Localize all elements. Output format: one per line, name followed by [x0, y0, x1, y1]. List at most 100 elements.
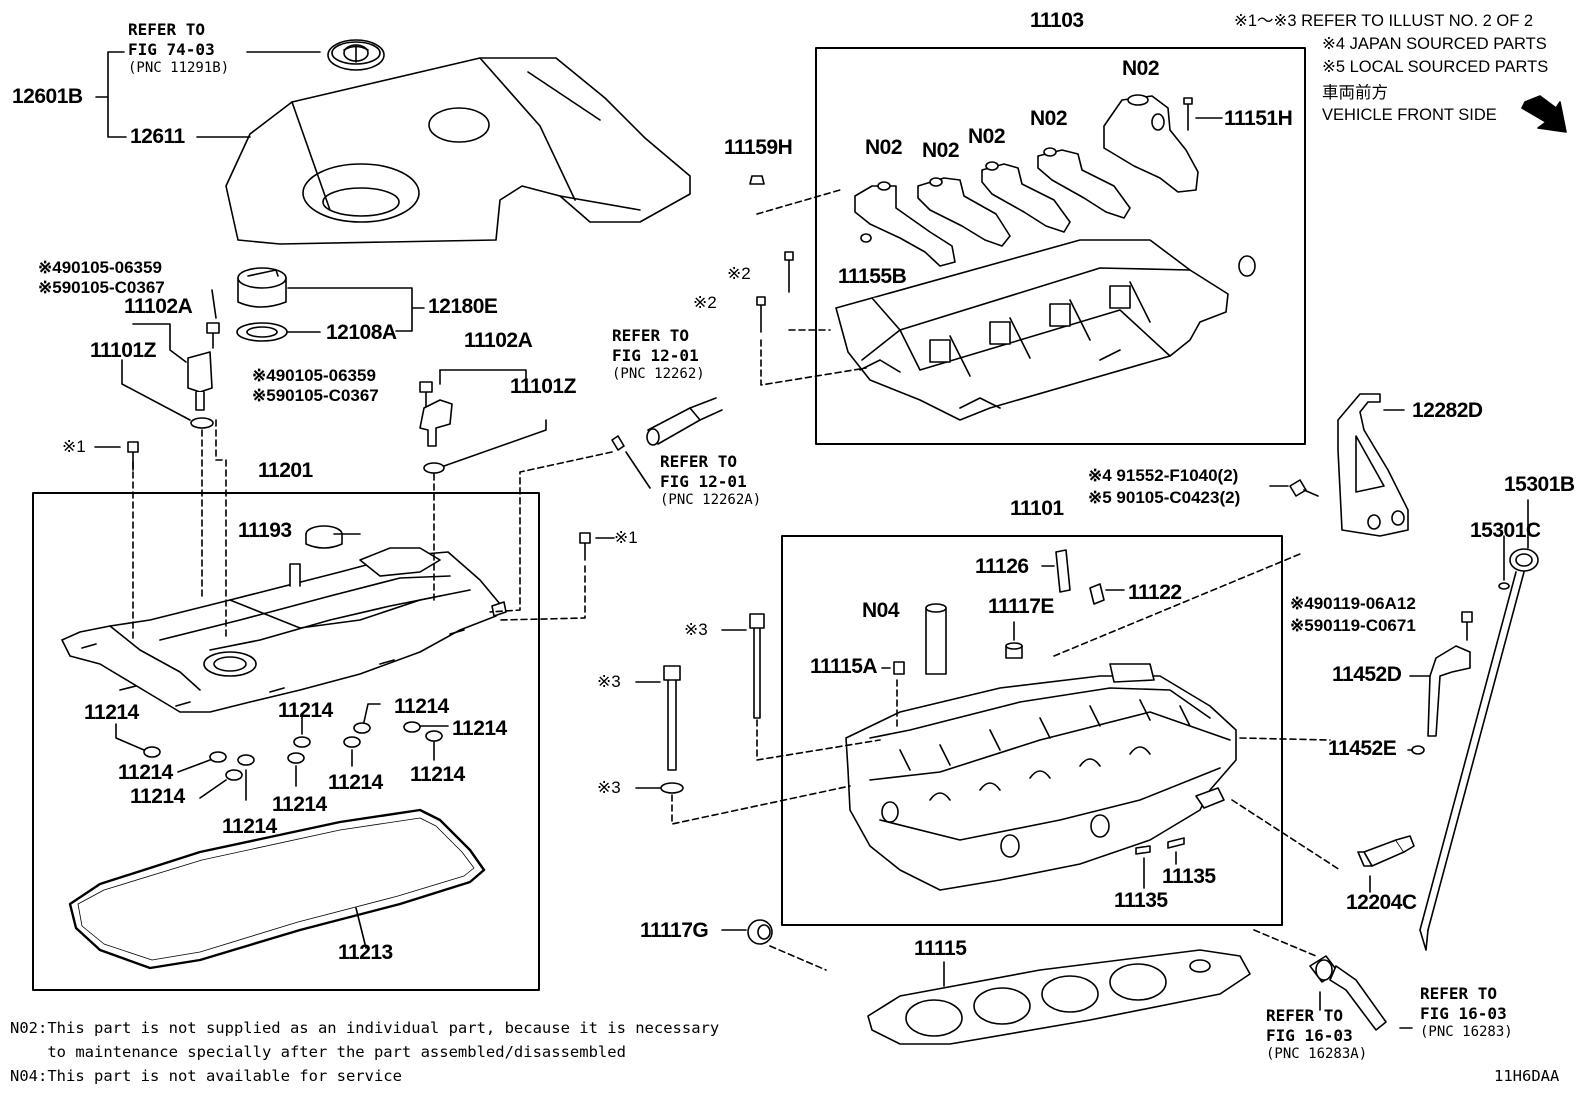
part-label-11201[interactable]: 11201: [258, 459, 313, 482]
refer-pnc: (PNC 12262A): [660, 492, 762, 508]
part-label-11214-1[interactable]: 11214: [84, 701, 139, 724]
part-label-11135-a[interactable]: 11135: [1162, 865, 1216, 888]
guide-bolt-local[interactable]: ※590119-C0671: [1290, 616, 1416, 635]
part-label-11214-2[interactable]: 11214: [118, 761, 173, 784]
part-label-N02-a[interactable]: N02: [865, 136, 903, 159]
part-label-11452D[interactable]: 11452D: [1332, 663, 1402, 686]
refer-pnc: (PNC 12262): [612, 366, 705, 382]
part-label-11122[interactable]: 11122: [1128, 581, 1182, 604]
part-label-11214-3[interactable]: 11214: [130, 785, 185, 808]
cylinder-head-cover-group-box: [32, 492, 540, 991]
marker-note1-left: ※1: [62, 437, 86, 456]
cover-bolts-drawing: [127, 441, 591, 561]
illustration-code: 11H6DAA: [1494, 1067, 1560, 1085]
sensor-bolt-left-local[interactable]: ※590105-C0367: [38, 278, 165, 297]
dipstick-guide-drawing: [1411, 611, 1473, 755]
part-label-11214-5[interactable]: 11214: [278, 699, 333, 722]
part-label-12204C[interactable]: 12204C: [1346, 891, 1417, 914]
refer-fig-16-03-a[interactable]: REFER TO FIG 16-03 (PNC 16283A): [1266, 1006, 1367, 1064]
sensor-bolt-left-japan[interactable]: ※490105-06359: [38, 258, 162, 277]
part-label-11102A-left[interactable]: 11102A: [124, 295, 193, 318]
part-label-12611[interactable]: 12611: [130, 125, 185, 148]
sensor-bolt-right-japan[interactable]: ※490105-06359: [252, 366, 376, 385]
refer-fig-74-03[interactable]: REFER TO FIG 74-03 (PNC 11291B): [128, 20, 229, 78]
hose-drawing: [611, 397, 723, 451]
header-note-line5: VEHICLE FRONT SIDE: [1322, 106, 1497, 124]
refer-figure: FIG 16-03: [1420, 1004, 1507, 1023]
plug-11117G-drawing: [747, 919, 773, 945]
refer-figure: FIG 12-01: [660, 472, 747, 491]
refer-heading: REFER TO: [128, 20, 206, 39]
marker-note2-a: ※2: [727, 264, 751, 283]
cylinder-head-cover-drawing: [61, 525, 507, 713]
part-label-11101Z-left[interactable]: 11101Z: [90, 339, 156, 362]
part-label-11214-10[interactable]: 11214: [410, 763, 465, 786]
part-label-12108A[interactable]: 12108A: [326, 321, 397, 344]
camshaft-sensor-right-drawing: [419, 381, 453, 474]
refer-figure: FIG 74-03: [128, 40, 215, 59]
part-label-N02-c[interactable]: N02: [968, 125, 1006, 148]
part-label-N02-b[interactable]: N02: [922, 139, 960, 162]
marker-note3-b: ※3: [597, 672, 621, 691]
part-label-15301B[interactable]: 15301B: [1504, 473, 1575, 496]
part-label-N02-e[interactable]: N02: [1122, 57, 1160, 80]
part-label-12601B[interactable]: 12601B: [12, 85, 83, 108]
part-label-11214-7[interactable]: 11214: [394, 695, 449, 718]
hanger-bolt-drawing: [1289, 479, 1319, 497]
camshaft-housing-group-box: [815, 47, 1306, 445]
header-note-line2: ※4 JAPAN SOURCED PARTS: [1322, 35, 1547, 53]
footnote-n02-line1: N02:This part is not supplied as an indi…: [10, 1019, 720, 1037]
part-label-11115[interactable]: 11115: [914, 937, 967, 960]
part-label-11135-b[interactable]: 11135: [1114, 889, 1168, 912]
part-label-N02-d[interactable]: N02: [1030, 107, 1068, 130]
engine-hanger-drawing: [1337, 393, 1409, 537]
part-label-11117E[interactable]: 11117E: [988, 595, 1054, 618]
part-label-12180E[interactable]: 12180E: [428, 295, 498, 318]
part-label-11214-4[interactable]: 11214: [222, 815, 277, 838]
hanger-bolt-local[interactable]: ※5 90105-C0423(2): [1088, 488, 1241, 507]
dipstick-drawing: [1419, 548, 1539, 951]
camshaft-bearing-caps-drawing: [854, 94, 1199, 267]
refer-fig-12-01-b[interactable]: REFER TO FIG 12-01 (PNC 12262A): [660, 452, 761, 510]
part-label-11103[interactable]: 11103: [1030, 9, 1084, 32]
guide-bolt-japan[interactable]: ※490119-06A12: [1290, 594, 1416, 613]
part-label-N04[interactable]: N04: [862, 599, 900, 622]
part-label-11126[interactable]: 11126: [975, 555, 1029, 578]
marker-note3-c: ※3: [597, 778, 621, 797]
water-hose-drawing: [1309, 955, 1387, 1031]
part-label-11214-9[interactable]: 11214: [452, 717, 507, 740]
part-label-11159H[interactable]: 11159H: [724, 136, 793, 159]
refer-heading: REFER TO: [1266, 1006, 1344, 1025]
engine-cover-drawing: [225, 57, 691, 245]
vehicle-front-arrow-icon: [1521, 95, 1567, 133]
part-label-11193[interactable]: 11193: [238, 519, 292, 542]
refer-fig-16-03-b[interactable]: REFER TO FIG 16-03 (PNC 16283): [1420, 984, 1513, 1042]
part-label-11101Z-right[interactable]: 11101Z: [510, 375, 576, 398]
union-fitting-drawing: [1357, 835, 1415, 867]
part-label-11155B[interactable]: 11155B: [838, 265, 907, 288]
part-label-11151H[interactable]: 11151H: [1224, 107, 1293, 130]
part-label-11101[interactable]: 11101: [1010, 497, 1064, 520]
marker-note1-right: ※1: [614, 528, 638, 547]
part-label-11117G[interactable]: 11117G: [640, 919, 709, 942]
part-label-11452E[interactable]: 11452E: [1328, 737, 1397, 760]
refer-figure: FIG 16-03: [1266, 1026, 1353, 1045]
refer-fig-12-01-a[interactable]: REFER TO FIG 12-01 (PNC 12262): [612, 326, 705, 384]
part-label-11214-8[interactable]: 11214: [328, 771, 383, 794]
housing-bolts-drawing: [749, 97, 1193, 333]
camshaft-housing-drawing: [835, 239, 1256, 421]
part-label-12282D[interactable]: 12282D: [1412, 399, 1483, 422]
part-label-11214-6[interactable]: 11214: [272, 793, 327, 816]
header-note-line1: ※1～※3 REFER TO ILLUST NO. 2 OF 2: [1234, 12, 1534, 30]
emblem-drawing: [327, 39, 385, 71]
hanger-bolt-japan[interactable]: ※4 91552-F1040(2): [1088, 466, 1239, 485]
part-label-15301C[interactable]: 15301C: [1470, 519, 1541, 542]
part-label-11115A[interactable]: 11115A: [810, 655, 878, 678]
part-label-11213[interactable]: 11213: [338, 941, 393, 964]
sensor-bolt-right-local[interactable]: ※590105-C0367: [252, 386, 379, 405]
cylinder-head-group-box: [781, 535, 1283, 926]
head-small-parts-drawing: [893, 549, 1185, 855]
marker-note3-a: ※3: [684, 620, 708, 639]
part-label-11102A-right[interactable]: 11102A: [464, 329, 533, 352]
